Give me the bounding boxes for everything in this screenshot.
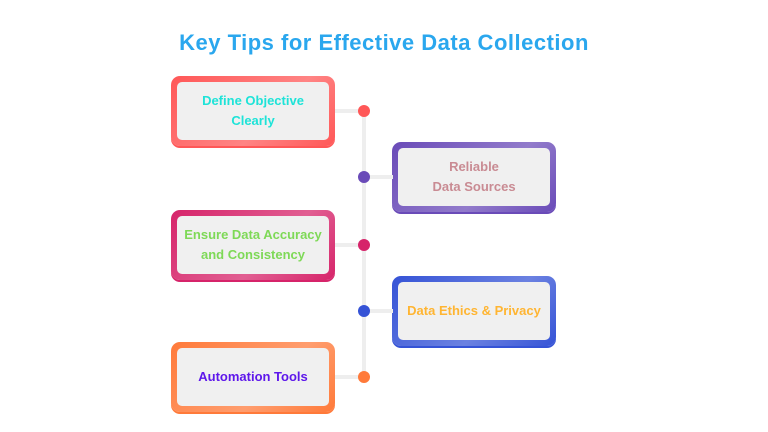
connector-line: [364, 309, 393, 313]
timeline-dot: [358, 239, 370, 251]
tip-label: Reliable Data Sources: [398, 148, 550, 206]
tip-box: Data Ethics & Privacy: [392, 276, 556, 346]
tip-box: Automation Tools: [171, 342, 335, 412]
tip-label: Define Objective Clearly: [177, 82, 329, 140]
connector-line: [335, 109, 364, 113]
diagram-title: Key Tips for Effective Data Collection: [179, 30, 589, 55]
tip-box: Define Objective Clearly: [171, 76, 335, 146]
tip-label: Ensure Data Accuracy and Consistency: [177, 216, 329, 274]
timeline-dot: [358, 371, 370, 383]
connector-line: [364, 175, 393, 179]
tip-box: Reliable Data Sources: [392, 142, 556, 212]
tip-label: Automation Tools: [177, 348, 329, 406]
connector-line: [335, 243, 364, 247]
connector-line: [335, 375, 364, 379]
tip-label: Data Ethics & Privacy: [398, 282, 550, 340]
timeline-dot: [358, 171, 370, 183]
timeline-dot: [358, 305, 370, 317]
timeline-dot: [358, 105, 370, 117]
tip-box: Ensure Data Accuracy and Consistency: [171, 210, 335, 280]
